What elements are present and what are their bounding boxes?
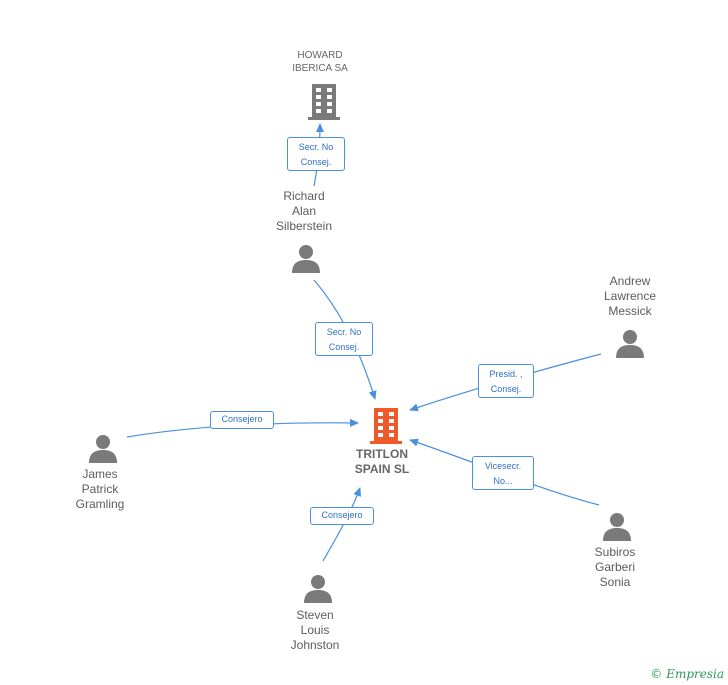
- person-icon[interactable]: [602, 511, 632, 541]
- building-icon[interactable]: [308, 84, 340, 120]
- andrew-label[interactable]: Andrew Lawrence Messick: [603, 274, 657, 318]
- tritlon-spain-label[interactable]: TRITLON SPAIN SL: [354, 447, 410, 476]
- edge-label-andrew-tritlon[interactable]: Presid. , Consej.: [478, 364, 534, 398]
- edge-steven-tritlon: [322, 487, 361, 562]
- copyright-icon: ©: [650, 667, 663, 681]
- howard-iberica-label[interactable]: HOWARD IBERICA SA: [292, 50, 348, 74]
- person-icon[interactable]: [291, 243, 321, 273]
- richard-label[interactable]: Richard Alan Silberstein: [275, 189, 333, 233]
- empresia-brand[interactable]: ©Empresia: [650, 667, 724, 681]
- person-icon[interactable]: [88, 433, 118, 463]
- edge-label-steven-tritlon[interactable]: Consejero: [310, 507, 374, 525]
- subiros-label[interactable]: Subiros Garberi Sonia: [594, 545, 636, 589]
- person-icon[interactable]: [303, 573, 333, 603]
- edge-label-james-tritlon[interactable]: Consejero: [210, 411, 274, 429]
- empresia-logo-text: Empresia: [666, 667, 724, 681]
- building-icon[interactable]: [370, 408, 402, 444]
- james-label[interactable]: James Patrick Gramling: [75, 467, 125, 511]
- edge-label-richard-howard[interactable]: Secr. No Consej.: [287, 137, 345, 171]
- steven-label[interactable]: Steven Louis Johnston: [290, 608, 340, 652]
- edge-label-subiros-tritlon[interactable]: Vicesecr. No...: [472, 456, 534, 490]
- edge-label-richard-tritlon[interactable]: Secr. No Consej.: [315, 322, 373, 356]
- person-icon[interactable]: [615, 328, 645, 358]
